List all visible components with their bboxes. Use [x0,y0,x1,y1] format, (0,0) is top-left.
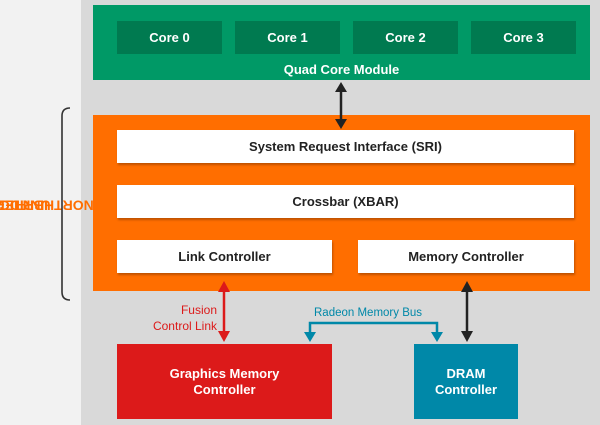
link-controller-box: Link Controller [117,240,332,273]
core-2: Core 2 [353,21,458,54]
fusion-label-line2: Control Link [152,319,217,333]
radeon-memory-bus-arrow [304,321,443,342]
memory-controller-box: Memory Controller [358,240,574,273]
gmc-label-line1: Graphics Memory [169,365,280,381]
core-1: Core 1 [235,21,340,54]
memory-dram-arrow [461,281,473,342]
quad-core-module: Core 0 Core 1 Core 2 Core 3 Quad Core Mo… [93,5,590,80]
fusion-control-link-label: Fusion Control Link [140,302,217,334]
quad-core-module-label: Quad Core Module [283,62,400,77]
radeon-memory-bus-label: Radeon Memory Bus [314,307,423,319]
fusion-label-line1: Fusion [180,303,217,317]
fusion-control-link-arrow [218,281,230,342]
unified-northbridge: System Request Interface (SRI) Crossbar … [93,115,590,291]
dram-label-line1: DRAM [446,365,486,381]
gmc-label-line2: Controller [193,381,256,397]
xbar-box: Crossbar (XBAR) [117,185,574,218]
core-0: Core 0 [117,21,222,54]
module-sri-arrow [335,82,347,129]
dram-controller: DRAM Controller [414,344,518,419]
northbridge-brace [61,107,71,301]
sri-box: System Request Interface (SRI) [117,130,574,163]
graphics-memory-controller: Graphics Memory Controller [117,344,332,419]
core-3: Core 3 [471,21,576,54]
dram-label-line2: Controller [434,381,498,397]
